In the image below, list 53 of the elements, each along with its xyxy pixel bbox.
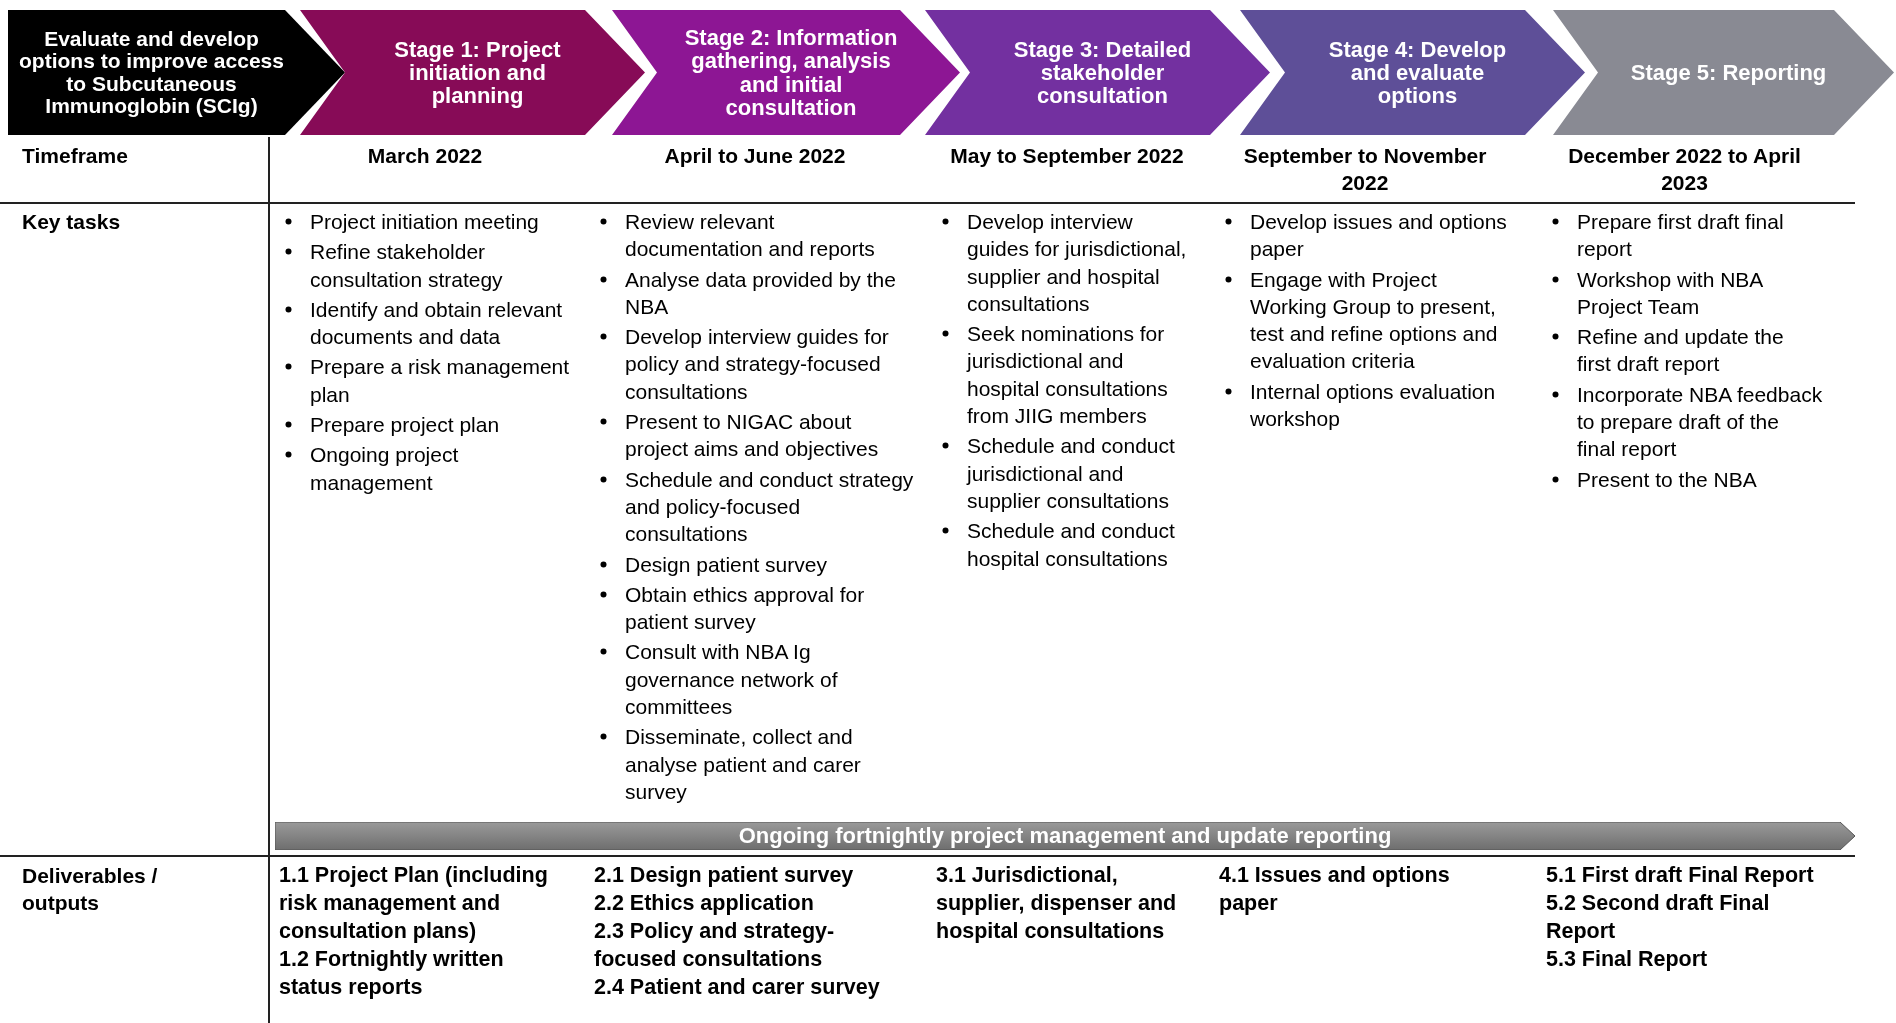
deliverable-text: 3.1 Jurisdictional, supplier, dispenser and hospital consultations [936,862,1178,945]
task-item: Develop interview guides for jurisdictional, supplier and hospital consultations [967,209,1188,317]
task-item: Design patient survey [625,551,827,578]
row-header: Timeframe [22,143,129,169]
task-item: Disseminate, collect and analyse patient and carer survey [625,724,862,805]
row-header: Deliverables / outputs [22,863,159,917]
timeframe-text: December 2022 to April 2023 [1567,143,1802,197]
stage-header: Stage 5: Reporting [1553,10,1894,135]
stage-header: Stage 1: Project initiation and planning [300,10,645,135]
deliverable-text: 2.3 Policy and strategy-focused consultations [594,917,836,973]
deliverable-text: 2.1 Design patient survey [594,862,855,889]
deliverable-text: 2.2 Ethics application [594,889,815,917]
task-item: Consult with NBA Ig governance network of committees [625,639,839,721]
deliverable-text: 5.2 Second draft Final Report [1546,889,1771,945]
task-item: Seek nominations for jurisdictional and hospital consultations from JIIG members [967,321,1169,430]
timeframe-text: September to November 2022 [1242,143,1488,197]
band-arrow: Ongoing fortnightly project management and update reporting [275,822,1855,850]
task-item: Develop issues and options paper [1250,209,1508,263]
row-header: Key tasks [22,209,122,235]
task-item: Develop interview guides for policy and strategy-focused consultations [625,324,890,405]
task-item: Refine stakeholder consultation strategy [310,239,504,293]
task-item: Present to NIGAC about project aims and objectives [625,409,880,463]
task-item: Obtain ethics approval for patient survey [625,581,866,636]
task-item: Schedule and conduct jurisdictional and supplier consultations [967,433,1176,514]
deliverable-text: 4.1 Issues and options paper [1219,862,1451,917]
timeframe-text: May to September 2022 [949,143,1185,169]
task-item: Schedule and conduct strategy and policy-focused consultations [625,466,915,548]
task-item: Workshop with NBA Project Team [1577,266,1764,320]
task-item: Prepare first draft final report [1577,209,1785,263]
timeframe-text: April to June 2022 [663,143,847,169]
stage-header: Stage 2: Information gathering, analysis and initial consultation [612,10,960,135]
deliverable-text: 1.1 Project Plan (including risk management and consultation plans) [279,862,549,945]
deliverable-text: 1.2 Fortnightly written status reports [279,945,505,1001]
timeframe-text: March 2022 [366,143,484,169]
title-banner: Evaluate and develop options to improve access to Subcutaneous Immunoglobin (SCIg) [8,10,345,135]
task-item: Schedule and conduct hospital consultations [967,518,1176,572]
task-item: Prepare a risk management plan [310,354,571,408]
stage-header: Stage 4: Develop and evaluate options [1240,10,1585,135]
task-item: Engage with Project Working Group to present, test and refine options and evaluation criteria [1250,266,1499,375]
task-item: Identify and obtain relevant documents and data [310,296,564,351]
stage-header: Stage 3: Detailed stakeholder consultation [925,10,1270,135]
task-item: Present to the NBA [1577,466,1757,493]
deliverable-text: 5.3 Final Report [1546,945,1709,973]
task-item: Analyse data provided by the NBA [625,266,897,320]
task-item: Review relevant documentation and reports [625,209,876,263]
task-item: Prepare project plan [310,412,500,439]
task-item: Internal options evaluation workshop [1250,378,1497,433]
deliverable-text: 2.4 Patient and carer survey [594,973,881,1001]
task-item: Incorporate NBA feedback to prepare draft of the final report [1577,381,1823,463]
task-item: Refine and update the first draft report [1577,324,1785,378]
task-item: Ongoing project management [310,442,460,496]
deliverable-text: 5.1 First draft Final Report [1546,862,1815,889]
task-item: Project initiation meeting [310,209,539,235]
